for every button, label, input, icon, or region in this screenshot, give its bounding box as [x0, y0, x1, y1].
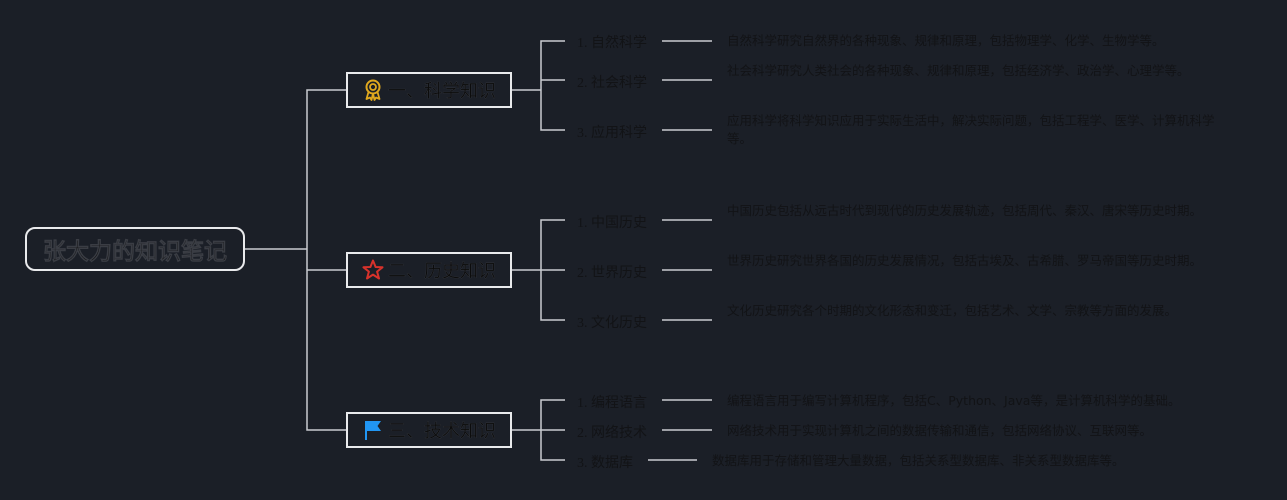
subtopic-network-technology[interactable]: 2. 网络技术 [577, 426, 647, 441]
branch-technology[interactable]: 三、技术知识 [346, 412, 512, 448]
root-title: 张大力的知识笔记 [43, 239, 228, 266]
subtopic-cultural-history[interactable]: 3. 文化历史 [577, 316, 647, 331]
note-social-science: 社会科学研究人类社会的各种现象、规律和原理，包括经济学、政治学、心理学等。 [727, 63, 1190, 78]
note-chinese-history: 中国历史包括从远古时代到现代的历史发展轨迹，包括周代、秦汉、唐宋等历史时期。 [727, 203, 1203, 218]
note-programming-languages: 编程语言用于编写计算机程序，包括C、Python、Java等，是计算机科学的基础… [727, 393, 1181, 408]
subtopic-world-history[interactable]: 2. 世界历史 [577, 266, 647, 281]
note-cultural-history: 文化历史研究各个时期的文化形态和变迁，包括艺术、文学、宗教等方面的发展。 [727, 303, 1178, 318]
subtopic-programming-languages[interactable]: 1. 编程语言 [577, 396, 647, 411]
subtopic-chinese-history[interactable]: 1. 中国历史 [577, 216, 647, 231]
branch-label: 二、历史知识 [388, 261, 496, 282]
root-topic[interactable]: 张大力的知识笔记 [25, 227, 245, 271]
flag-icon [362, 419, 384, 441]
subtopic-social-science[interactable]: 2. 社会科学 [577, 76, 647, 91]
subtopic-database[interactable]: 3. 数据库 [577, 456, 633, 471]
note-applied-science: 应用科学将科学知识应用于实际生活中，解决实际问题，包括工程学、医学、计算机科学等… [727, 113, 1215, 146]
branch-label: 一、科学知识 [388, 81, 496, 102]
subtopic-applied-science[interactable]: 3. 应用科学 [577, 126, 647, 141]
note-natural-science: 自然科学研究自然界的各种现象、规律和原理，包括物理学、化学、生物学等。 [727, 33, 1165, 48]
branch-label: 三、技术知识 [388, 421, 496, 442]
branch-science[interactable]: 一、科学知识 [346, 72, 512, 108]
award-ribbon-icon [362, 79, 384, 101]
branch-history[interactable]: 二、历史知识 [346, 252, 512, 288]
note-world-history: 世界历史研究世界各国的历史发展情况，包括古埃及、古希腊、罗马帝国等历史时期。 [727, 253, 1203, 268]
note-database: 数据库用于存储和管理大量数据，包括关系型数据库、非关系型数据库等。 [712, 453, 1125, 468]
star-icon [362, 259, 384, 281]
note-network-technology: 网络技术用于实现计算机之间的数据传输和通信，包括网络协议、互联网等。 [727, 423, 1153, 438]
subtopic-natural-science[interactable]: 1. 自然科学 [577, 36, 647, 51]
